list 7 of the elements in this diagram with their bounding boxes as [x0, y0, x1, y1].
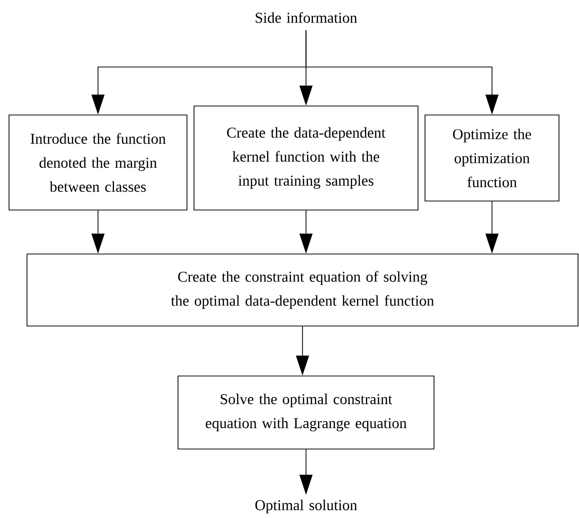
process-box: Create the constraint equation of solving the optimal data-dependent kernel function: [26, 254, 578, 326]
text-label: Side information: [256, 12, 358, 23]
process-box: Create the data-dependent kernel function with the input training samples: [194, 106, 418, 210]
process-box: Solve the optimal constraint equation with Lagrange equation: [178, 376, 434, 450]
text-label: Optimal solution: [255, 500, 358, 514]
process-box: Optimize the optimization function: [424, 114, 560, 202]
process-box: Introduce the function denoted the margin between classes: [8, 114, 188, 210]
